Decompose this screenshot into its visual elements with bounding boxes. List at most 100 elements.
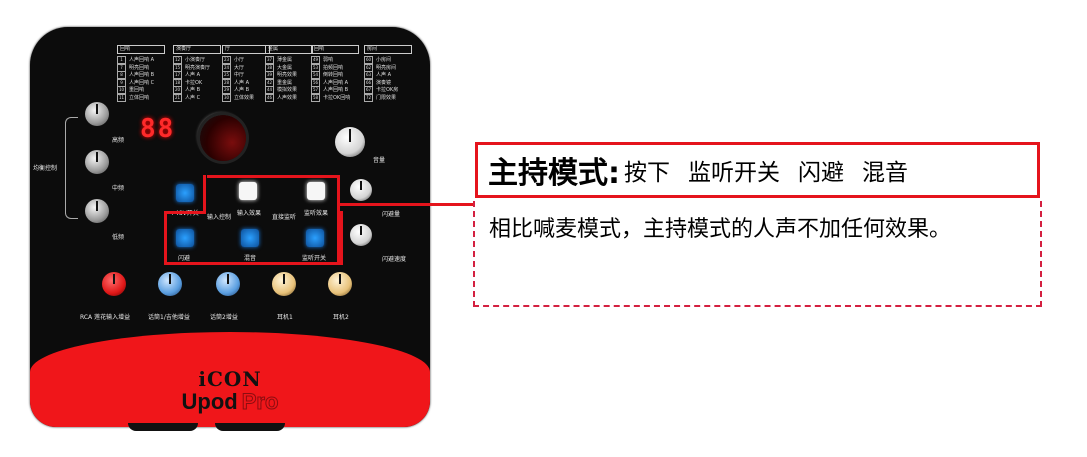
preset-selector-dial[interactable] <box>200 115 246 161</box>
preset-name: 人声 B <box>185 87 201 93</box>
preset-name: 演奏镜 <box>376 79 392 86</box>
mic2-gain-knob[interactable] <box>216 272 240 296</box>
preset-number: 46 <box>265 93 274 102</box>
device-front-panel <box>30 332 430 427</box>
input-effect-button[interactable] <box>239 182 257 200</box>
preset-name: 人声回响 B <box>129 72 155 78</box>
input-control-label: 输入控制 <box>207 214 232 221</box>
preset-name: 倒转回响 <box>323 72 344 78</box>
mic1-gain-label: 话筒1/吉他增益 <box>148 314 190 321</box>
preset-name: 人声 C <box>185 94 201 101</box>
highlight-step <box>164 211 206 214</box>
callout-connector-line <box>337 203 475 206</box>
monitor-effect-label: 监听效果 <box>304 210 329 217</box>
preset-name: 人声 B <box>234 87 250 93</box>
mix-label: 混音 <box>244 255 257 262</box>
device-foot <box>128 423 198 431</box>
preset-number: 11 <box>117 93 126 102</box>
headphone1-knob[interactable] <box>272 272 296 296</box>
preset-name: 小厅 <box>234 57 245 63</box>
preset-number: 30 <box>222 93 231 102</box>
preset-name: 人声 A <box>234 79 250 86</box>
preset-name: 中厅 <box>234 72 245 78</box>
preset-name: 明亮演奏厅 <box>185 64 211 71</box>
preset-name: 重回响 <box>129 87 145 93</box>
preset-column-header: 演奏厅 <box>173 45 221 54</box>
input-effect-label: 输入效果 <box>237 210 262 217</box>
eq-mid-label: 中频 <box>112 185 125 192</box>
preset-column-header: 房间 <box>364 45 412 54</box>
eq-bracket <box>65 117 78 219</box>
mic1-gain-knob[interactable] <box>158 272 182 296</box>
monitor-switch-label: 监听开关 <box>302 255 327 262</box>
rca-gain-knob[interactable] <box>102 272 126 296</box>
preset-name: 人声回响 C <box>129 79 155 86</box>
volume-knob[interactable] <box>335 127 365 157</box>
preset-number: 72 <box>364 93 373 102</box>
preset-name: 明亮效果 <box>277 72 298 78</box>
monitor-switch-button[interactable] <box>306 229 324 247</box>
headphone2-knob[interactable] <box>328 272 352 296</box>
device-foot <box>215 423 285 431</box>
callout-description: 相比喊麦模式，主持模式的人声不加任何效果。 <box>473 201 1042 307</box>
eq-low-label: 低频 <box>112 234 125 241</box>
preset-name: 人声效果 <box>277 94 298 101</box>
ducking-label: 闪避 <box>178 255 191 262</box>
preset-column-header: 金属 <box>265 45 313 54</box>
duck-speed-knob[interactable] <box>350 224 372 246</box>
mode-title: 主持模式: <box>488 156 620 191</box>
preset-name: 拍频回响 <box>323 64 344 71</box>
preset-column-header: 回响 <box>311 45 359 54</box>
preset-column-header: 回响 <box>117 45 165 54</box>
step-ducking: 闪避 <box>798 160 844 186</box>
preset-name: 人声 A <box>185 72 201 78</box>
preset-name: 重金属 <box>277 79 293 86</box>
eq-group-label: 均衡控制 <box>33 165 58 172</box>
preset-name: 人声回响 A <box>323 79 349 86</box>
model-name: Upod <box>181 389 238 414</box>
headphone2-label: 耳机2 <box>333 314 349 321</box>
step-monitor-switch: 监听开关 <box>688 160 780 186</box>
step-mix: 混音 <box>862 160 908 186</box>
ducking-button[interactable] <box>176 229 194 247</box>
highlight-bottom <box>164 211 343 265</box>
eq-mid-knob[interactable] <box>85 150 109 174</box>
highlight-top <box>207 175 340 262</box>
preset-column-header: 厅 <box>222 45 270 54</box>
preset-number: 58 <box>311 93 320 102</box>
preset-name: 人声回响 B <box>323 87 349 93</box>
volume-label: 音量 <box>373 157 386 164</box>
preset-name: 模拟效果 <box>277 87 298 93</box>
preset-name: 卡拉OK <box>185 79 203 86</box>
mix-button[interactable] <box>241 229 259 247</box>
preset-name: 薄金属 <box>277 57 293 63</box>
preset-number: 21 <box>173 93 182 102</box>
eq-high-knob[interactable] <box>85 102 109 126</box>
callout-title-box: 主持模式: 按下 监听开关 闪避 混音 <box>475 142 1040 198</box>
duck-speed-label: 闪避速度 <box>382 256 407 263</box>
preset-name: 立体回响 <box>129 94 150 101</box>
preset-name: 大厅 <box>234 64 245 71</box>
preset-name: 人声回响 A <box>129 57 155 63</box>
preset-name: 人声 A <box>376 72 392 78</box>
monitor-effect-button[interactable] <box>307 182 325 200</box>
preset-name: 明亮回响 <box>129 64 150 71</box>
preset-name: 卡拉OK房 <box>376 87 399 93</box>
model-suffix: Pro <box>241 389 279 415</box>
headphone1-label: 耳机1 <box>277 314 293 321</box>
duck-amount-knob[interactable] <box>350 179 372 201</box>
preset-name: 弱响 <box>323 57 334 63</box>
led-display: 88 <box>140 114 176 144</box>
duck-amount-label: 闪避量 <box>382 211 401 218</box>
eq-high-label: 高频 <box>112 137 125 144</box>
eq-low-knob[interactable] <box>85 199 109 223</box>
highlight-left-upper <box>203 175 206 211</box>
phantom-power-button[interactable] <box>176 184 194 202</box>
